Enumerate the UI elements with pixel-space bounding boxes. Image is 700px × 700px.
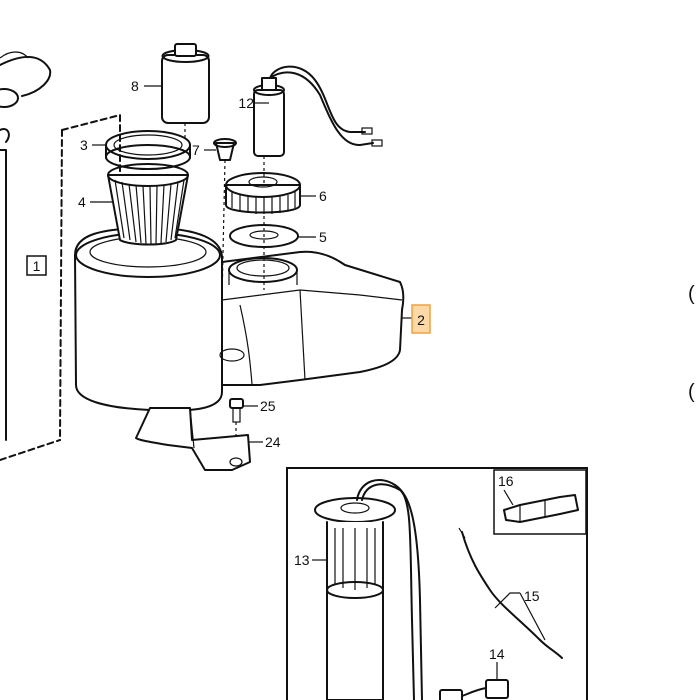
bracket-24 [135,407,251,471]
washer-reservoir [74,227,405,412]
margin-marks: ( ( [688,283,695,403]
callout-16: 16 [498,473,514,489]
svg-text:2: 2 [417,312,425,328]
callout-3: 3 [80,137,88,153]
svg-text:(: ( [688,283,695,305]
callout-24: 24 [265,434,281,450]
callout-13: 13 [294,552,310,568]
leader-lines [90,85,546,680]
callout-4: 4 [78,194,86,210]
callout-15: 15 [524,588,540,604]
level-sensor-12 [253,65,383,290]
svg-text:(: ( [688,381,695,403]
grommet-7 [213,138,237,301]
inset-detail-box [286,467,588,700]
callout-12: 12 [238,95,254,111]
callout-6: 6 [319,188,327,204]
left-assembly [0,51,121,461]
callout-14: 14 [489,646,505,662]
filter-basket [105,130,191,246]
pump-8 [161,43,210,140]
callout-8: 8 [131,78,139,94]
washer-5 [229,224,299,248]
svg-text:1: 1 [33,258,41,274]
callout-5: 5 [319,229,327,245]
callout-25: 25 [260,398,276,414]
bolt-25 [229,398,244,438]
callout-7: 7 [192,142,200,158]
callout-labels: 8 3 4 7 12 6 5 25 24 13 15 14 16 [78,78,540,662]
callout-1: 1 [26,255,47,276]
callout-2-highlight: 2 [411,304,431,334]
cap-nut-6 [225,172,301,214]
